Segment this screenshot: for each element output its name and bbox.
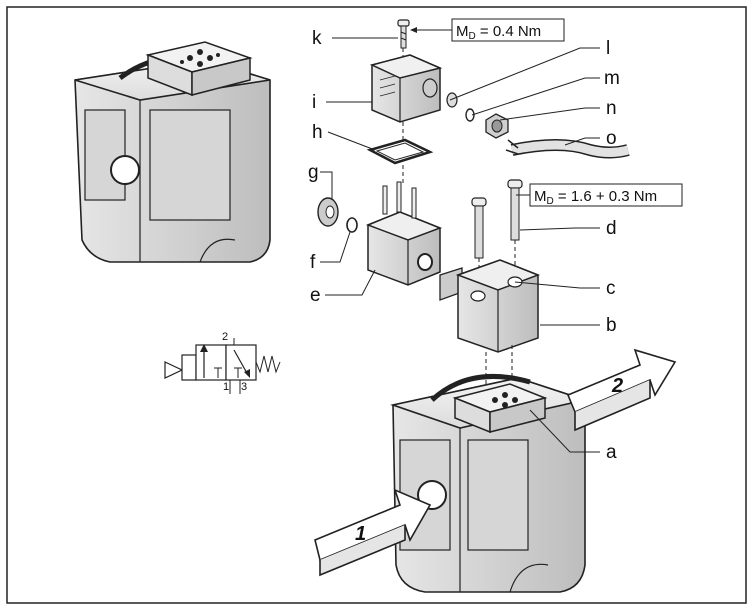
- label-n: n: [606, 98, 617, 119]
- part-k-screw: [397, 19, 410, 49]
- torque-k-symbol: M: [456, 23, 469, 40]
- pilot-block-overview: [145, 41, 253, 97]
- symbol-port-3: 3: [241, 381, 247, 393]
- label-m: m: [604, 68, 620, 89]
- label-o: o: [606, 128, 617, 149]
- svg-text:MD = 0.4 Nm: MD = 0.4 Nm: [456, 23, 541, 42]
- label-h: h: [312, 122, 323, 143]
- label-k: k: [312, 28, 322, 49]
- label-c: c: [606, 278, 616, 299]
- torque-d-value: = 1.6 + 0.3 Nm: [554, 188, 657, 205]
- figure-frame: [6, 6, 747, 604]
- torque-k-subscript: D: [469, 31, 476, 42]
- symbol-port-2: 2: [222, 331, 228, 343]
- label-b: b: [606, 315, 617, 336]
- part-d-screws: [471, 179, 523, 259]
- torque-box-d: MD = 1.6 + 0.3 Nm: [529, 183, 683, 207]
- part-f-o-ring: [346, 217, 358, 233]
- inlet-arrow-number: 1: [355, 523, 366, 545]
- inlet-flow-arrow-1: 1: [314, 488, 432, 577]
- label-a: a: [606, 442, 617, 463]
- part-n-cable-gland: [485, 113, 509, 139]
- part-i-plug-socket: [369, 54, 443, 123]
- outlet-arrow-number: 2: [611, 375, 623, 397]
- part-a-valve-body: [390, 374, 589, 593]
- svg-text:MD = 1.6 + 0.3 Nm: MD = 1.6 + 0.3 Nm: [534, 188, 657, 207]
- part-g-nut: [317, 197, 339, 227]
- leader-lines: [320, 27, 600, 453]
- part-e-coil: [365, 181, 443, 286]
- symbol-port-1: 1: [223, 381, 229, 393]
- label-i: i: [312, 92, 316, 113]
- label-d: d: [606, 218, 617, 239]
- valve-circuit-symbol: 2 1 3: [164, 331, 281, 394]
- part-h-gasket: [366, 138, 434, 165]
- outlet-flow-arrow-2: 2: [566, 348, 677, 432]
- torque-box-k: MD = 0.4 Nm: [451, 18, 565, 42]
- part-o-cable: [505, 139, 630, 159]
- torque-d-symbol: M: [534, 188, 547, 205]
- part-b-pilot-valve: [439, 259, 541, 353]
- label-f: f: [310, 252, 316, 273]
- label-g: g: [308, 162, 319, 183]
- torque-d-subscript: D: [547, 196, 554, 207]
- torque-k-value: = 0.4 Nm: [476, 23, 541, 40]
- label-l: l: [606, 38, 610, 59]
- valve-body-overview: [74, 41, 271, 263]
- part-m-seal: [465, 108, 475, 122]
- part-l-washer: [446, 92, 458, 108]
- label-e: e: [310, 285, 321, 306]
